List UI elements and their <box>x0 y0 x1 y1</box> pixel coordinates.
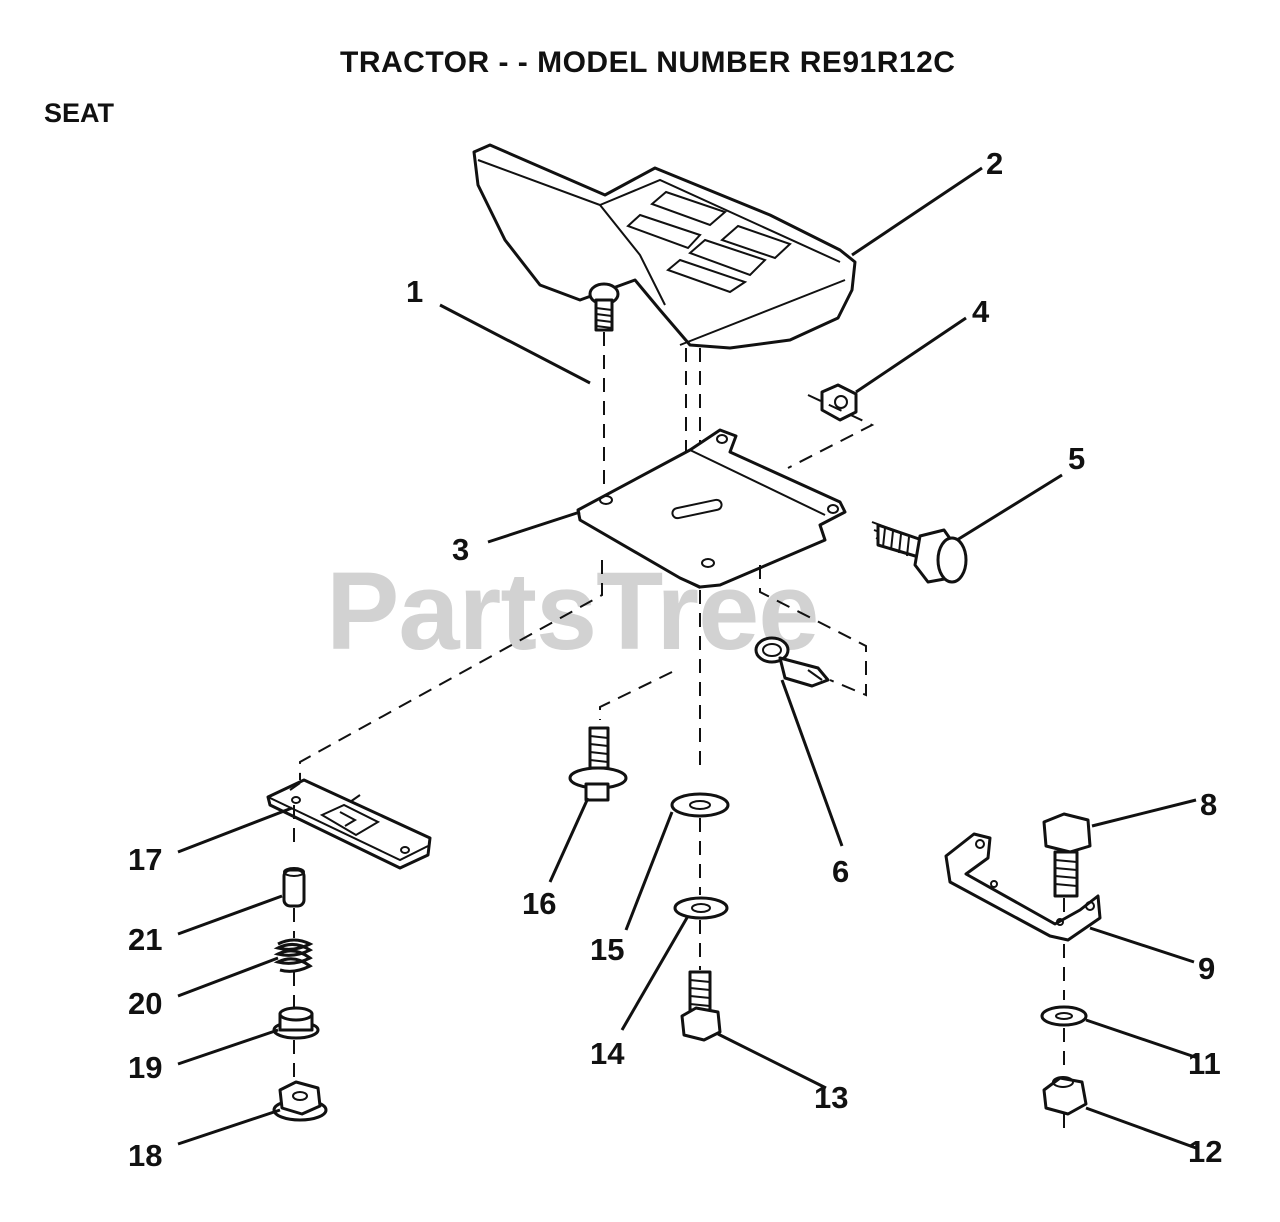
seat-pan-bracket-part[interactable] <box>576 428 847 589</box>
callout-14: 14 <box>590 1036 625 1071</box>
washer-14-part[interactable] <box>673 896 729 920</box>
slide-plate-part[interactable] <box>266 778 432 870</box>
washer-11-part[interactable] <box>1040 1005 1088 1027</box>
callout-6: 6 <box>832 854 850 889</box>
callout-19: 19 <box>128 1050 163 1085</box>
callout-18: 18 <box>128 1138 163 1173</box>
callout-15: 15 <box>590 932 625 967</box>
flange-nut-part[interactable] <box>272 1080 328 1122</box>
callout-9: 9 <box>1198 951 1216 986</box>
callout-5: 5 <box>1068 441 1086 476</box>
callout-12: 12 <box>1188 1134 1223 1169</box>
section-label: SEAT <box>44 98 115 128</box>
diagram-title: TRACTOR - - MODEL NUMBER RE91R12C <box>340 46 956 79</box>
callout-1: 1 <box>406 274 424 309</box>
callout-21: 21 <box>128 922 163 957</box>
hex-nut-4-part[interactable] <box>820 383 858 422</box>
bracket-9-part[interactable] <box>944 832 1102 942</box>
callout-13: 13 <box>814 1080 849 1115</box>
callout-3: 3 <box>452 532 470 567</box>
pin-part[interactable] <box>282 867 306 908</box>
spring-part[interactable] <box>273 938 314 973</box>
callout-17: 17 <box>128 842 163 877</box>
callout-20: 20 <box>128 986 163 1021</box>
callout-11: 11 <box>1188 1046 1221 1081</box>
shoulder-bolt-part[interactable] <box>568 726 628 802</box>
callout-2: 2 <box>986 146 1004 181</box>
washer-15-part[interactable] <box>670 792 730 818</box>
lock-nut-part[interactable] <box>1042 1076 1088 1116</box>
clip-part[interactable] <box>754 636 830 688</box>
hex-bolt-8-part[interactable] <box>1042 812 1092 898</box>
carriage-bolt-part[interactable] <box>588 282 620 332</box>
hex-bolt-13-part[interactable] <box>680 970 722 1042</box>
flange-bolt-part[interactable] <box>871 521 968 584</box>
callout-16: 16 <box>522 886 557 921</box>
callout-8: 8 <box>1200 787 1218 822</box>
callout-4: 4 <box>972 294 990 329</box>
bushing-part[interactable] <box>272 1006 320 1040</box>
seat-part[interactable] <box>472 143 857 350</box>
